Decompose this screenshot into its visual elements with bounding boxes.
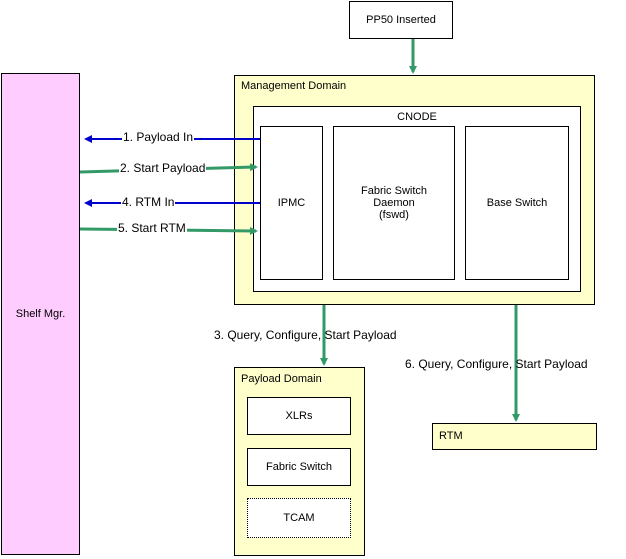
label-start-payload: 2. Start Payload <box>119 161 206 175</box>
label-query-rtm: 6. Query, Configure, Start Payload <box>405 357 588 371</box>
label-start-rtm: 5. Start RTM <box>117 221 187 235</box>
label-rtm-in: 4. RTM In <box>121 195 175 209</box>
label-payload-in: 1. Payload In <box>122 130 194 144</box>
label-query-payload: 3. Query, Configure, Start Payload <box>214 328 397 342</box>
